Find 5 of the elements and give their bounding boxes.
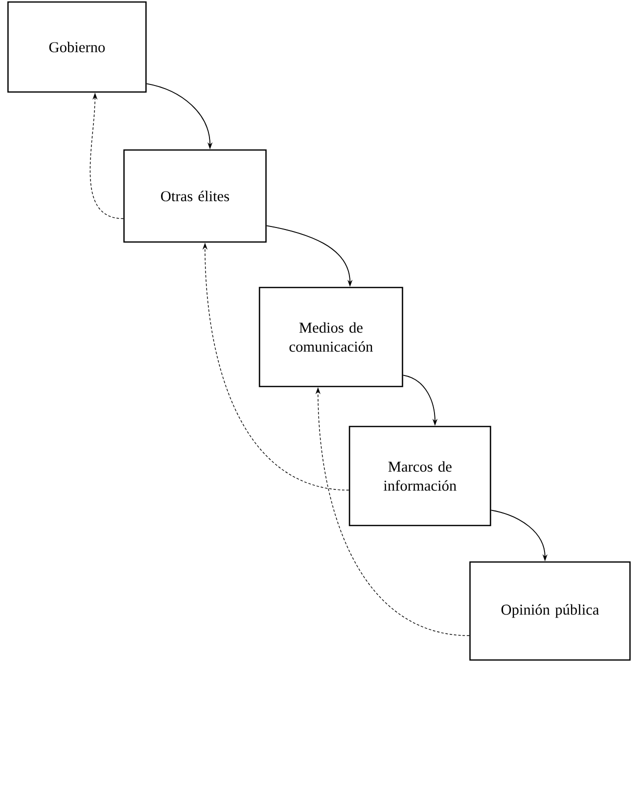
process-box: Medios de comunicación (258, 286, 404, 388)
process-box: Gobierno (7, 1, 147, 93)
process-box: Opinión pública (469, 561, 631, 661)
process-box: Marcos de información (348, 426, 492, 526)
process-box: Otras élites (123, 149, 267, 243)
